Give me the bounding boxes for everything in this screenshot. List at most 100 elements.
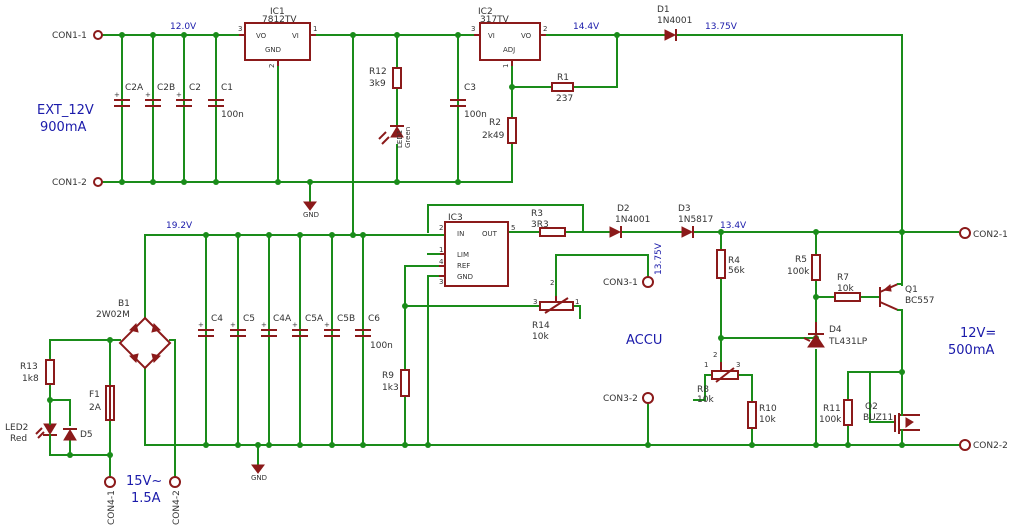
connector-con4-2[interactable]: CON4-2 (169, 476, 182, 525)
d3-name: D3 (678, 204, 691, 214)
svg-text:3: 3 (533, 298, 537, 306)
connector-con4-1[interactable]: CON4-1 (104, 476, 117, 525)
capacitor-c5a[interactable]: + C5A (292, 314, 324, 337)
r7-value: 10k (837, 284, 854, 294)
resistor-r3[interactable]: R3 3R3 (531, 209, 566, 237)
r4-value: 56k (728, 266, 745, 276)
gnd-bottom-label: GND (251, 474, 267, 482)
r5-value: 100k (787, 267, 810, 277)
r2-value: 2k49 (482, 131, 505, 141)
capacitor-c2a[interactable]: + C2A (114, 83, 144, 107)
net-label-12v: 12.0V (170, 22, 197, 32)
bridge-rectifier-b1[interactable]: B1 2W02M (96, 299, 172, 370)
led-led1[interactable]: Green LED1 (378, 125, 412, 148)
transistor-q2[interactable]: Q2 BUZ11 (863, 402, 920, 446)
connector-con3-1[interactable]: CON3-1 (603, 276, 654, 288)
c1-name: C1 (221, 83, 233, 93)
capacitor-c2[interactable]: + C2 (176, 83, 201, 107)
ic3-pinnum-5: 5 (511, 224, 515, 232)
resistor-r11[interactable]: R11 100k (819, 399, 853, 426)
resistor-r7[interactable]: R7 10k (834, 273, 861, 302)
svg-text:1: 1 (575, 298, 579, 306)
connector-con3-2[interactable]: CON3-2 (603, 392, 654, 404)
ic3-name: IC3 (448, 213, 463, 223)
ic1-pinnum-3: 3 (238, 25, 242, 33)
capacitor-c1[interactable]: C1 100n (208, 83, 244, 120)
resistor-r12[interactable]: R12 3k9 (369, 67, 402, 89)
d4-value: TL431LP (828, 337, 868, 347)
con3-1-label: CON3-1 (603, 278, 638, 288)
resistor-r1[interactable]: R1 237 (551, 73, 574, 104)
ic3-pinnum-4: 4 (439, 258, 444, 266)
fuse-f1[interactable]: F1 2A (89, 385, 115, 421)
capacitor-c6[interactable]: C6 100n (355, 314, 393, 351)
resistor-r5[interactable]: R5 100k (787, 254, 821, 281)
r4-name: R4 (728, 256, 740, 266)
resistor-r9[interactable]: R9 1k3 (382, 369, 410, 397)
svg-text:+: + (261, 321, 267, 329)
d2-value: 1N4001 (615, 215, 650, 225)
con4-2-label: CON4-2 (172, 490, 182, 525)
ic2-pin-vi: VI (488, 32, 495, 40)
r2-name: R2 (489, 118, 501, 128)
con1-1-label: CON1-1 (52, 31, 87, 41)
input-voltage-label: 15V~ (126, 474, 162, 489)
capacitor-c5[interactable]: + C5 (230, 314, 255, 337)
diode-d1[interactable]: D1 1N4001 (657, 5, 692, 41)
capacitor-c5b[interactable]: + C5B (324, 314, 355, 337)
c4a-name: C4A (273, 314, 292, 324)
capacitor-c4[interactable]: + C4 (198, 314, 223, 337)
led2-name: LED2 (5, 423, 28, 433)
svg-text:+: + (324, 321, 330, 329)
c3-value: 100n (464, 110, 487, 120)
svg-text:2: 2 (713, 351, 717, 359)
capacitor-c2b[interactable]: + C2B (145, 83, 175, 107)
ic3-regulator[interactable]: IC3 IN OUT LIM REF GND 2 5 1 4 3 (427, 213, 515, 287)
resistor-r2[interactable]: R2 2k49 (482, 117, 517, 144)
r14-value: 10k (532, 332, 549, 342)
zener-d4[interactable]: D4 TL431LP (803, 322, 868, 348)
r10-name: R10 (759, 404, 777, 414)
ic1-regulator[interactable]: IC1 7812TV VO VI GND 3 1 2 (238, 7, 317, 68)
gnd-top-label: GND (303, 211, 319, 219)
ic2-pin-adj: ADJ (503, 46, 515, 54)
ic3-pin-out: OUT (482, 230, 498, 238)
diode-d2[interactable]: D2 1N4001 (609, 204, 650, 238)
led2-value: Red (10, 434, 27, 444)
connector-con2-2[interactable]: CON2-2 (959, 439, 1008, 451)
diode-d5[interactable]: D5 (63, 428, 93, 441)
svg-text:3: 3 (736, 361, 740, 369)
svg-text:+: + (198, 321, 204, 329)
c3-name: C3 (464, 83, 476, 93)
led-led2[interactable]: LED2 Red (5, 399, 57, 449)
b1-value: 2W02M (96, 310, 130, 320)
r3-value: 3R3 (531, 220, 549, 230)
connector-con1-1[interactable]: CON1-1 (52, 30, 103, 41)
c2b-name: C2B (157, 83, 175, 93)
resistor-r13[interactable]: R13 1k8 (20, 359, 55, 385)
ic2-regulator[interactable]: IC2 317TV VI VO ADJ 3 2 1 (471, 7, 547, 68)
b1-name: B1 (118, 299, 130, 309)
q2-value: BUZ11 (863, 413, 893, 423)
led1-name: LED1 (396, 130, 404, 148)
diode-d3[interactable]: D3 1N5817 (678, 204, 713, 238)
resistor-r10[interactable]: R10 10k (747, 401, 777, 429)
ic3-pinnum-2: 2 (439, 224, 443, 232)
r1-value: 237 (556, 94, 573, 104)
ic2-pinnum-2: 2 (543, 25, 547, 33)
connector-con1-2[interactable]: CON1-2 (52, 177, 103, 188)
capacitor-c3[interactable]: C3 100n (450, 83, 487, 120)
transistor-q1[interactable]: Q1 BC557 (879, 283, 934, 311)
connector-con2-1[interactable]: CON2-1 (959, 227, 1008, 240)
r14-name: R14 (532, 321, 550, 331)
resistor-r4[interactable]: R4 56k (716, 249, 745, 279)
c5a-name: C5A (305, 314, 324, 324)
ic2-pin-vo: VO (521, 32, 532, 40)
ic3-pinnum-3: 3 (439, 278, 443, 286)
capacitor-c4a[interactable]: + C4A (261, 314, 292, 337)
q2-name: Q2 (865, 402, 878, 412)
r12-name: R12 (369, 67, 387, 77)
svg-text:1: 1 (704, 361, 708, 369)
